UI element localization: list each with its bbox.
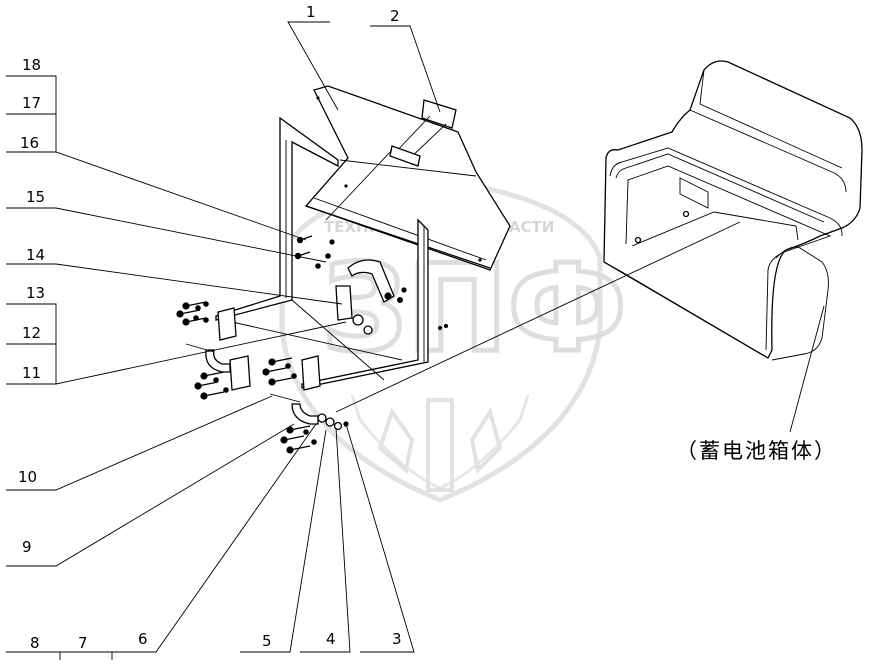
bolt-group-mid-right <box>262 357 297 386</box>
battery-box-front-edge <box>603 261 769 359</box>
callout-4: 4 <box>326 630 336 648</box>
lid-plate-bolt-1 <box>316 96 320 100</box>
watermark-towers <box>377 398 503 492</box>
clamp-left-plate-2 <box>229 355 251 391</box>
lid-plate-bolt-3 <box>478 258 482 262</box>
clamp-left-rod <box>185 343 215 353</box>
callout-16: 16 <box>20 134 39 152</box>
clamp-left-plate <box>217 307 237 341</box>
leader-8-7-6 <box>6 423 317 660</box>
battery-box-caption: （蓄电池箱体） <box>676 439 837 463</box>
frame-bracket-cross-1 <box>231 321 403 361</box>
battery-box-inner-floor <box>679 177 709 209</box>
lower-clamp-left <box>185 307 251 391</box>
lid-plate-outline <box>304 85 511 271</box>
handle <box>325 99 457 221</box>
callout-17: 17 <box>22 94 41 112</box>
lid-plate-bolt-2 <box>344 184 348 188</box>
leader-4 <box>300 427 351 653</box>
bolt-group-mid-left <box>194 371 229 400</box>
callout-6: 6 <box>138 630 148 648</box>
handle-bracket <box>389 145 421 167</box>
assembly-line <box>335 221 741 413</box>
callout-11: 11 <box>22 364 41 382</box>
battery-box-hole-2 <box>682 210 690 218</box>
leader-1 <box>287 21 339 111</box>
clamp-right-washer-1 <box>317 413 327 423</box>
battery-box-lip <box>609 147 843 236</box>
leader-3 <box>345 423 415 653</box>
leader-15 <box>6 207 327 263</box>
bolt-group-top <box>294 235 449 331</box>
callout-1: 1 <box>306 3 316 21</box>
handle-center-line <box>325 149 393 221</box>
callout-12: 12 <box>22 324 41 342</box>
lower-clamp-right <box>269 355 343 431</box>
leader-battery-box <box>789 305 825 433</box>
callout-14: 14 <box>26 246 45 264</box>
clamp-right-plate <box>301 355 321 391</box>
lid-plate-inner-edge <box>313 197 487 261</box>
frame-bracket-long-line <box>291 299 385 381</box>
bolt-group-upper-left <box>176 301 209 326</box>
battery-box-outer <box>603 60 863 359</box>
callout-3: 3 <box>392 630 402 648</box>
callout-13: 13 <box>26 284 45 302</box>
bolt-group-lower <box>280 421 349 454</box>
lid-plate-edge <box>305 205 491 269</box>
callout-labels: 1 2 3 4 5 6 7 8 9 10 11 12 13 14 15 16 1… <box>18 3 402 652</box>
leader-lines <box>6 21 825 660</box>
callout-5: 5 <box>262 632 272 650</box>
callout-18: 18 <box>22 56 41 74</box>
battery-box-body <box>603 60 863 361</box>
callout-7: 7 <box>78 634 88 652</box>
hook-bracket-upper <box>347 259 395 303</box>
clamp-right-washer-2 <box>325 417 335 427</box>
battery-box-lip-2 <box>615 153 825 223</box>
battery-box-top-ridge-2 <box>699 69 843 169</box>
leader-10 <box>6 395 273 491</box>
lid-plate-fold <box>339 159 477 177</box>
callout-2: 2 <box>390 7 400 25</box>
hook-bracket-nut <box>363 325 373 335</box>
leader-14 <box>6 263 343 305</box>
clamp-right-rod <box>269 393 301 403</box>
hook-bracket-washer <box>352 314 364 326</box>
leader-9 <box>6 423 295 567</box>
battery-box-hole-1 <box>634 236 642 244</box>
callout-8: 8 <box>30 634 40 652</box>
leader-frame-13-11 <box>6 303 347 385</box>
callout-10: 10 <box>18 468 37 486</box>
leader-frame-18-16 <box>6 75 307 241</box>
lid-plate <box>304 85 511 271</box>
frame-bracket-back <box>215 116 339 321</box>
battery-box-side-panel <box>771 246 829 361</box>
callout-15: 15 <box>26 188 45 206</box>
hook-bracket-stem <box>335 285 353 321</box>
clamp-right-washer-3 <box>333 421 343 431</box>
hook-bracket <box>335 259 395 335</box>
leader-2 <box>370 25 441 113</box>
battery-box-top-ridge <box>689 109 847 193</box>
leader-5 <box>240 429 327 653</box>
frame-bracket <box>215 116 429 389</box>
frame-bracket-front <box>301 218 429 389</box>
callout-9: 9 <box>22 538 32 556</box>
clamp-left-u <box>205 349 231 373</box>
battery-box-inner-shelf <box>631 211 799 247</box>
watermark-shield-inner <box>350 394 530 490</box>
handle-body <box>421 99 457 129</box>
